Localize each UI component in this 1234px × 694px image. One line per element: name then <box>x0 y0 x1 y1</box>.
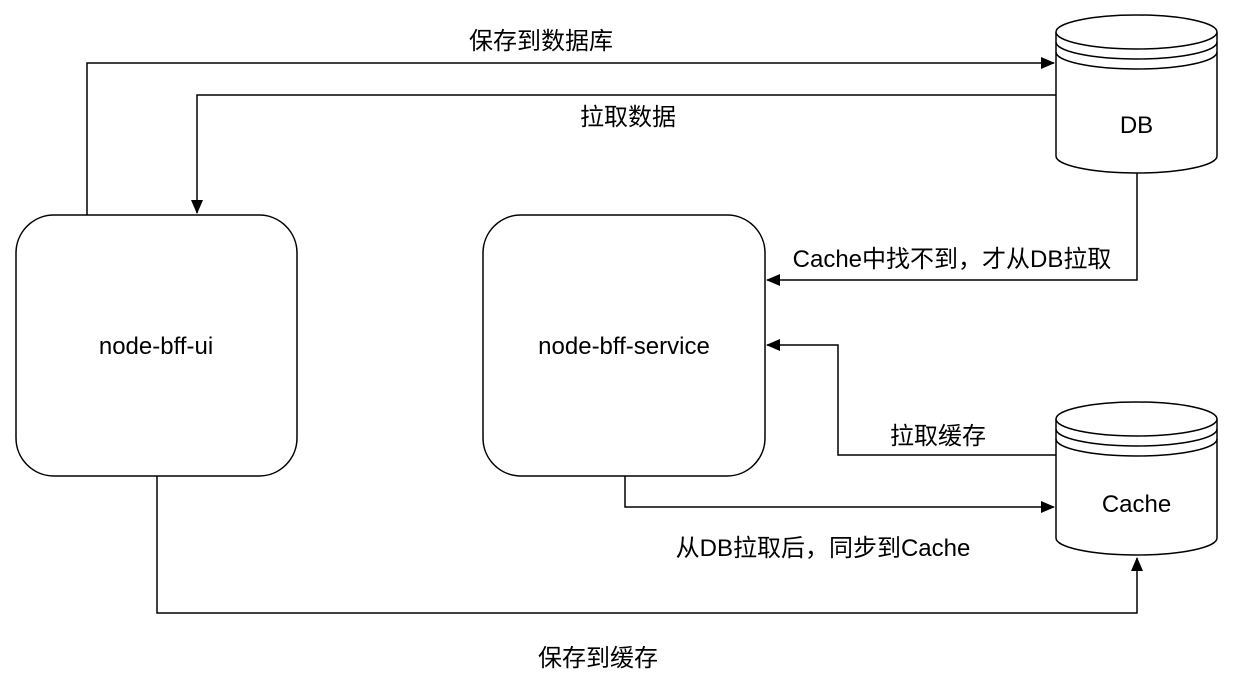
node-bff-service-label: node-bff-service <box>538 333 710 360</box>
cache-cylinder-stripe <box>1055 428 1218 447</box>
db-cylinder-stripe <box>1055 51 1218 70</box>
cache-cylinder-body <box>1055 419 1218 556</box>
db-cylinder-stripe <box>1055 41 1218 60</box>
edge-db-fallback: Cache中找不到，才从DB拉取 <box>766 173 1138 286</box>
edge-save-to-db: 保存到数据库 <box>86 28 1055 215</box>
edge-save-to-db-line <box>86 57 1055 215</box>
edge-pull-data: 拉取数据 <box>191 94 1056 214</box>
edge-pull-cache-label: 拉取缓存 <box>890 423 986 450</box>
edge-save-to-cache: 保存到缓存 <box>156 476 1143 672</box>
edge-save-to-db-label: 保存到数据库 <box>469 28 613 55</box>
edge-db-fallback-label: Cache中找不到，才从DB拉取 <box>793 246 1112 273</box>
edge-sync-to-cache-line <box>624 476 1055 513</box>
edge-sync-to-cache-label: 从DB拉取后，同步到Cache <box>676 535 971 562</box>
db-label: DB <box>1120 112 1153 139</box>
edge-save-to-cache-label: 保存到缓存 <box>538 645 658 672</box>
edge-pull-cache-line <box>766 339 1056 456</box>
edge-pull-cache: 拉取缓存 <box>766 339 1056 456</box>
edge-pull-data-line <box>191 94 1056 214</box>
cache-cylinder-stripe <box>1055 438 1218 457</box>
node-bff-service-box <box>482 214 766 477</box>
edge-pull-data-label: 拉取数据 <box>580 104 676 131</box>
edge-db-fallback-line <box>766 173 1138 286</box>
db-cylinder-top <box>1055 14 1218 50</box>
cache-cylinder-top <box>1055 401 1218 437</box>
node-db: DB <box>1055 14 1218 174</box>
node-bff-ui: node-bff-ui <box>15 214 298 477</box>
node-bff-ui-label: node-bff-ui <box>99 333 213 360</box>
edge-sync-to-cache: 从DB拉取后，同步到Cache <box>624 476 1055 562</box>
node-cache: Cache <box>1055 401 1218 556</box>
edge-save-to-cache-line <box>156 476 1143 614</box>
cache-label: Cache <box>1102 491 1171 518</box>
db-cylinder-body <box>1055 32 1218 174</box>
node-bff-ui-box <box>15 214 298 477</box>
node-bff-service: node-bff-service <box>482 214 766 477</box>
